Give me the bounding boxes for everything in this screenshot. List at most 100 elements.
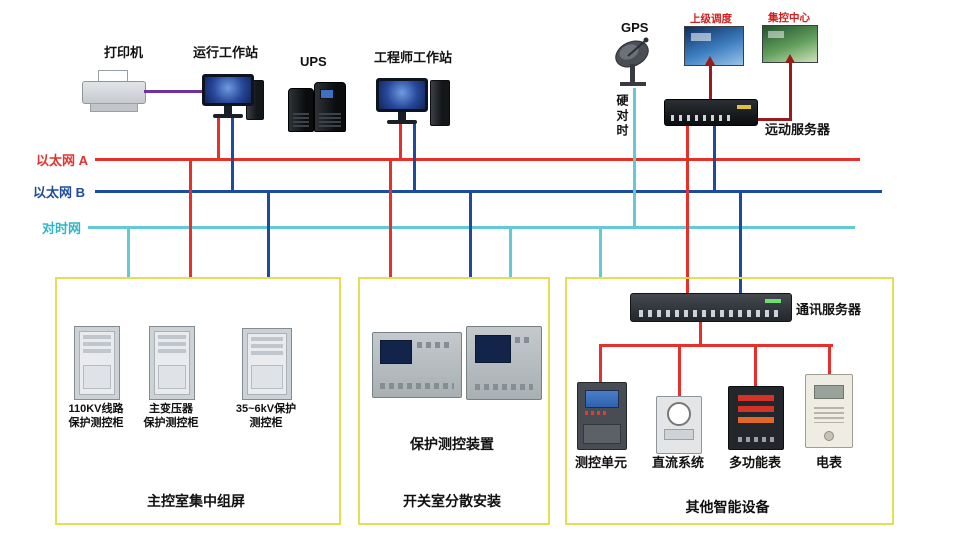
cabinet-transformer-graphic — [149, 326, 195, 400]
meter-screen — [814, 385, 844, 399]
smart-devices-bus-line — [599, 344, 833, 347]
printer-label: 打印机 — [104, 45, 144, 60]
device-screen — [380, 340, 412, 364]
ups-vent — [293, 113, 309, 127]
server-ethernet-a-drop — [686, 124, 689, 295]
printer-graphic — [82, 70, 146, 112]
gps-label: GPS — [621, 20, 649, 35]
comm-server-riser-line — [699, 320, 702, 346]
multifunction-meter-graphic — [728, 386, 784, 450]
device-buttons — [738, 437, 774, 442]
engineer-workstation-label: 工程师工作站 — [374, 50, 453, 65]
cabinet-label-line1: 主变压器 — [149, 403, 193, 415]
engineer-workstation-tower — [430, 80, 450, 126]
upper-dispatch-label: 上级调度 — [690, 13, 732, 25]
main-control-room-box — [55, 277, 341, 525]
central-control-photo — [762, 25, 818, 63]
led-display — [738, 417, 774, 423]
cabinet-110kv-label: 110KV线路 保护测控柜 — [49, 402, 143, 430]
telecontrol-server-label: 远动服务器 — [765, 122, 831, 137]
led-display — [738, 395, 774, 401]
engineer-ws-ethernet-a-drop — [399, 122, 402, 158]
energy-meter-label: 电表 — [815, 455, 842, 470]
cabinet-35kv-graphic — [242, 328, 292, 400]
server-led — [765, 299, 781, 303]
uplink-central-arrow — [785, 54, 795, 63]
dc-system-label: 直流系统 — [651, 455, 704, 470]
device-buttons — [475, 384, 533, 390]
measuring-unit-drop — [599, 344, 602, 384]
meter-dot — [824, 431, 834, 441]
operator-ws-ethernet-b-drop — [231, 116, 234, 190]
uplink-central-elbow — [756, 118, 792, 121]
ethernet-b-bus-line — [95, 190, 882, 193]
protection-device-label: 保护测控装置 — [410, 436, 494, 452]
server-led — [737, 105, 751, 109]
cabinet-door — [247, 333, 287, 395]
ethernet-a-bus-line — [95, 158, 860, 161]
protection-device-2-graphic — [466, 326, 542, 400]
multifunction-meter-drop — [754, 344, 757, 388]
leftbox-caption: 主控室集中组屏 — [147, 493, 245, 509]
ups-screen — [320, 89, 334, 99]
device-buttons — [417, 342, 453, 348]
comm-server-label: 通讯服务器 — [796, 302, 862, 317]
energy-meter-graphic — [805, 374, 853, 448]
leftbox-ethernet-b-drop — [267, 193, 270, 277]
cabinet-door — [154, 331, 190, 395]
monitor-base — [213, 114, 243, 118]
hard-time-sync-label: 硬对时 — [615, 94, 629, 139]
ups-tower-large — [314, 82, 346, 132]
leftbox-ethernet-a-drop — [189, 161, 192, 277]
monitor-screen — [376, 78, 428, 112]
monitor-stand — [224, 106, 232, 114]
device-panel — [583, 424, 621, 444]
operator-workstation-monitor — [202, 74, 254, 118]
server-ethernet-b-drop — [713, 124, 716, 190]
monitor-screen — [202, 74, 254, 106]
uplink-dispatch-arrow — [705, 56, 715, 65]
rightbox-ethernet-b-drop — [739, 193, 742, 295]
cabinet-label-line2: 测控柜 — [249, 417, 283, 429]
rightbox-time-sync-drop — [599, 229, 602, 277]
monitor-stand — [398, 112, 406, 120]
comm-server-graphic — [630, 293, 792, 322]
protection-device-1-graphic — [372, 332, 462, 398]
measuring-unit-graphic — [577, 382, 627, 450]
meter-dial — [667, 402, 691, 426]
ethernet-b-label: 以太网 B — [33, 185, 86, 200]
time-sync-net-label: 对时网 — [42, 221, 82, 236]
midbox-ethernet-a-drop — [389, 161, 392, 277]
cabinet-label-line2: 保护测控柜 — [143, 417, 199, 429]
cabinet-label-line1: 35~6kV保护 — [235, 403, 297, 415]
device-screen — [585, 390, 619, 408]
monitor-base — [387, 120, 417, 124]
ups-label: UPS — [300, 54, 327, 69]
dc-system-graphic — [656, 396, 702, 454]
dc-system-drop — [678, 344, 681, 398]
multifunction-meter-label: 多功能表 — [728, 455, 781, 470]
meter-window — [664, 429, 694, 440]
device-buttons — [380, 383, 454, 389]
telecontrol-server-graphic — [664, 99, 758, 126]
ethernet-a-label: 以太网 A — [36, 153, 89, 168]
engineer-ws-ethernet-b-drop — [413, 122, 416, 190]
gps-time-sync-drop — [633, 88, 636, 227]
device-buttons — [515, 337, 533, 343]
rightbox-caption: 其他智能设备 — [685, 499, 770, 515]
uplink-dispatch-line — [709, 64, 712, 100]
leftbox-time-sync-drop — [127, 229, 130, 277]
printer-link-line — [144, 90, 206, 93]
switch-room-box — [358, 277, 550, 525]
led-display — [738, 406, 774, 412]
uplink-central-line — [789, 62, 792, 120]
gps-dish-icon — [615, 37, 649, 86]
engineer-workstation-monitor — [376, 78, 428, 124]
device-leds — [585, 411, 607, 415]
ups-vent — [319, 113, 341, 127]
server-ports — [671, 115, 731, 121]
cabinet-35kv-label: 35~6kV保护 测控柜 — [216, 402, 316, 430]
cabinet-label-line2: 保护测控柜 — [68, 417, 124, 429]
cabinet-label-line1: 110KV线路 — [68, 403, 124, 415]
